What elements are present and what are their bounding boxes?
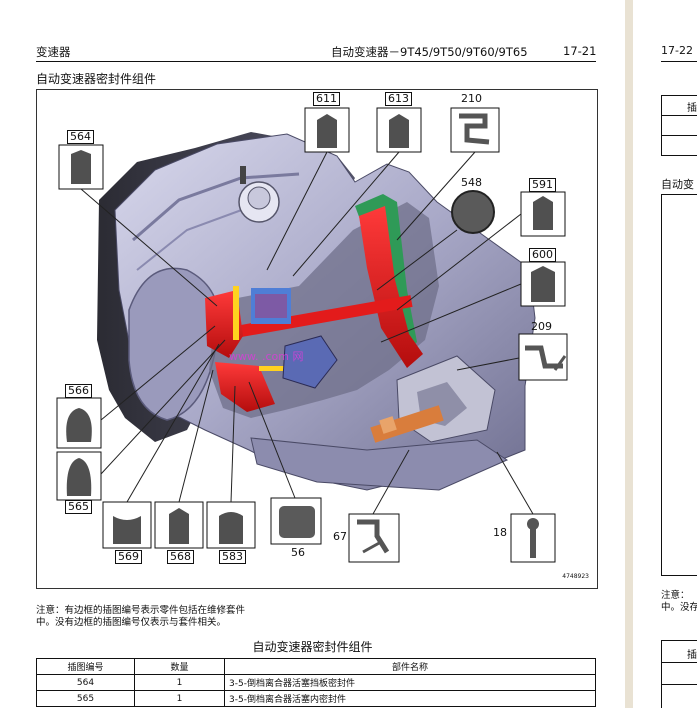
seal-56-image	[270, 497, 322, 545]
column-header-illustration-number: 插图编号	[36, 658, 135, 675]
callout-591: 591	[529, 178, 556, 192]
pipe-209-image	[518, 333, 568, 381]
callout-568: 568	[167, 550, 194, 564]
figure-id: 4748923	[562, 573, 589, 580]
seal-613-image	[376, 107, 422, 153]
transmission-illustration	[56, 107, 568, 563]
next-table2-header: 插	[687, 650, 697, 661]
seal-583-image	[206, 501, 256, 549]
header-title: 自动变速器－9T45/9T50/9T60/9T65	[331, 45, 528, 59]
transmission-seal-figure: 611 613 210 564 548 591 600 209 566 565 …	[36, 89, 598, 589]
header-section: 变速器	[36, 45, 71, 59]
red-piston-lower	[215, 362, 275, 412]
callout-611: 611	[313, 92, 340, 106]
table-row: 565 1 3-5-倒档离合器活塞内密封件	[36, 690, 596, 707]
kit-note: 注意：有边框的插图编号表示零件包括在维修套件 中。没有边框的插图编号仅表示与套件…	[36, 605, 336, 629]
seal-600-image	[520, 261, 566, 307]
cell-quantity: 1	[134, 674, 225, 691]
seal-568-image	[154, 501, 204, 549]
cell-quantity: 1	[134, 690, 225, 707]
kit-note-line-2: 中。没有边框的插图编号仅表示与套件相关。	[36, 617, 227, 628]
callout-67: 67	[333, 530, 347, 543]
callout-600: 600	[529, 248, 556, 262]
callout-566: 566	[65, 384, 92, 398]
next-figure-frame	[661, 194, 697, 576]
column-header-quantity: 数量	[134, 658, 225, 675]
next-header-rule	[661, 61, 697, 62]
next-note-line-2: 中。没存	[661, 602, 697, 613]
planetary-gears	[282, 335, 338, 389]
seal-parts-table: 插图编号 数量 部件名称 564 1 3-5-倒档离合器活塞挡板密封件 565 …	[36, 658, 596, 707]
table-header-row: 插图编号 数量 部件名称	[36, 658, 596, 675]
callout-569: 569	[115, 550, 142, 564]
red-clutch-right	[359, 206, 423, 368]
leader-lines	[80, 151, 534, 515]
yellow-seal-ring	[233, 286, 239, 340]
output-shaft	[370, 405, 444, 443]
header-rule	[36, 61, 596, 62]
watermark: www. .com 网	[229, 350, 304, 363]
next-table-fragment: 插	[661, 95, 697, 156]
callout-18: 18	[493, 526, 507, 539]
cell-illustration-number: 564	[36, 674, 135, 691]
page-number: 17-21	[563, 44, 597, 58]
callout-56: 56	[291, 546, 305, 559]
pipe-67-image	[348, 513, 400, 563]
section-title: 自动变速器密封件组件	[36, 72, 157, 86]
callout-583: 583	[219, 550, 246, 564]
next-table-header: 插	[687, 103, 697, 114]
case-rib-1	[132, 172, 300, 242]
seal-565-image	[56, 451, 102, 501]
callout-210: 210	[461, 92, 482, 105]
table-row: 564 1 3-5-倒档离合器活塞挡板密封件	[36, 674, 596, 691]
next-note: 注意： 中。没存	[661, 590, 697, 614]
cell-part-name: 3-5-倒档离合器活塞挡板密封件	[224, 674, 596, 691]
pipe-210-image	[450, 107, 500, 153]
seal-591-image	[520, 191, 566, 237]
seal-569-image	[102, 501, 152, 549]
oil-pan	[250, 437, 509, 491]
cell-illustration-number: 565	[36, 690, 135, 707]
manual-page-right: 17-22 插 自动变 注意： 中。没存 插	[633, 0, 697, 708]
main-shaft	[217, 295, 413, 341]
seal-548-image	[451, 190, 495, 234]
table-title: 自动变速器密封件组件	[252, 640, 373, 654]
callout-209: 209	[531, 320, 552, 333]
callout-565: 565	[65, 500, 92, 514]
next-section-title: 自动变	[661, 178, 694, 191]
cell-part-name: 3-5-倒档离合器活塞内密封件	[224, 690, 596, 707]
yellow-seal-ring-2	[259, 366, 299, 371]
seal-566-image	[56, 397, 102, 449]
next-table2-fragment: 插	[661, 640, 697, 708]
pin-18-image	[510, 513, 556, 563]
seal-564-image	[58, 144, 104, 190]
next-page-number: 17-22	[661, 44, 693, 57]
column-header-part-name: 部件名称	[224, 658, 596, 675]
kit-note-line-1: 注意：有边框的插图编号表示零件包括在维修套件	[36, 605, 246, 616]
callout-613: 613	[385, 92, 412, 106]
callout-548: 548	[461, 176, 482, 189]
next-note-line-1: 注意：	[661, 590, 690, 601]
manual-page-left: 变速器 自动变速器－9T45/9T50/9T60/9T65 17-21 自动变速…	[36, 44, 598, 707]
page-gutter	[625, 0, 633, 708]
callout-564: 564	[67, 130, 94, 144]
case-rib-2	[136, 207, 248, 271]
seal-611-image	[304, 107, 350, 153]
